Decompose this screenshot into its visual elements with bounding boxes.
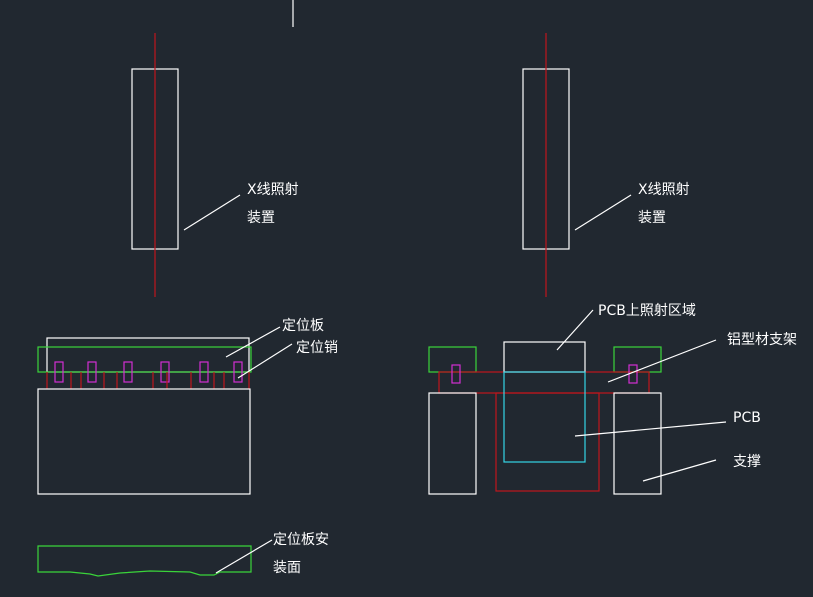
mount-surface: 定位板安 装面 [37, 532, 329, 577]
xray-device-right: X线照射 装置 [522, 33, 690, 297]
label: 铝型材支架 [727, 332, 797, 348]
red-ticks [46, 372, 250, 389]
support-left [428, 392, 477, 495]
irradiation-area [503, 341, 586, 373]
aluminum-frame [438, 371, 650, 394]
label: 装置 [638, 210, 666, 226]
positioning-plate [46, 337, 250, 373]
positioning-pins [54, 361, 243, 383]
support-right [613, 392, 662, 495]
label: 装面 [273, 560, 301, 576]
label: 支撑 [733, 454, 761, 470]
pcb-board [503, 371, 586, 463]
leader-line [183, 194, 241, 231]
label: X线照射 [638, 182, 690, 198]
leader-line [574, 194, 632, 231]
label: PCB [733, 410, 761, 426]
label: 定位销 [296, 340, 338, 356]
label: 装置 [247, 210, 275, 226]
label: 定位板安 [273, 532, 329, 548]
pcb-assembly: PCB上照射区域 铝型材支架 PCB 支撑 [428, 303, 797, 495]
base-block [37, 388, 251, 495]
plate-outline [37, 346, 252, 373]
xray-device-left: X线照射 装置 [131, 33, 299, 297]
positioning-fixture: 定位板 定位销 [37, 318, 338, 495]
label: PCB上照射区域 [598, 303, 696, 319]
label: 定位板 [282, 318, 324, 334]
label: X线照射 [247, 182, 299, 198]
frame-u [495, 392, 600, 492]
